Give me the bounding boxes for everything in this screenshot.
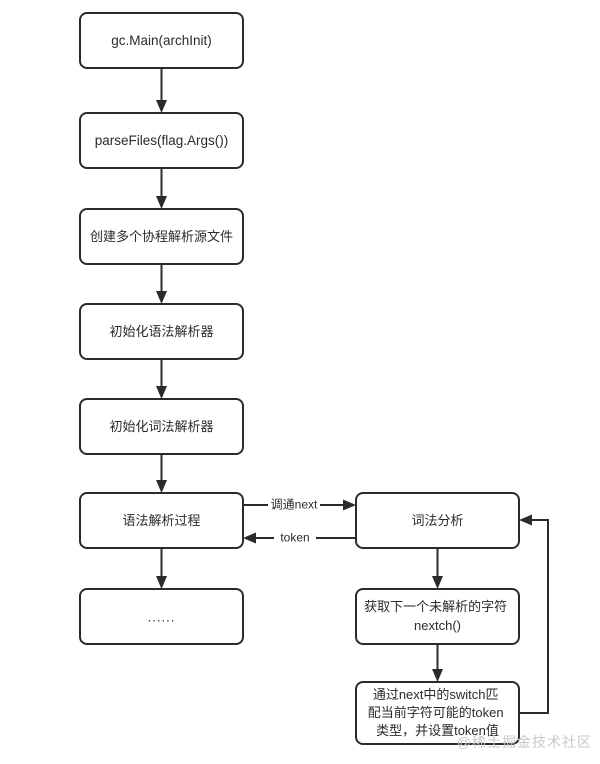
node-initparser-label: 初始化语法解析器 bbox=[109, 324, 213, 339]
edge-return-token-label: token bbox=[280, 531, 309, 545]
edge-parse-process-to-ellipsis bbox=[156, 548, 167, 589]
node-switch-match-line-2: 配当前字符可能的token bbox=[368, 705, 504, 720]
edge-initlexer-to-parse-process bbox=[156, 454, 167, 493]
edge-return-token: token bbox=[243, 531, 356, 545]
node-parsefiles-label: parseFiles(flag.Args()) bbox=[95, 133, 229, 148]
node-switch-match-line-3: 类型，并设置token值 bbox=[376, 723, 499, 738]
edge-goroutines-to-initparser bbox=[156, 264, 167, 304]
edge-initparser-to-initlexer bbox=[156, 359, 167, 399]
node-initlexer-label: 初始化词法解析器 bbox=[109, 419, 213, 434]
edge-feedback-loop bbox=[519, 514, 549, 714]
node-ellipsis[interactable]: ...... bbox=[79, 588, 244, 645]
edge-parsefiles-to-goroutines bbox=[156, 168, 167, 209]
node-goroutines[interactable]: 创建多个协程解析源文件 bbox=[79, 208, 244, 265]
node-initparser[interactable]: 初始化语法解析器 bbox=[79, 303, 244, 360]
node-goroutines-label: 创建多个协程解析源文件 bbox=[90, 229, 233, 244]
node-parse-process[interactable]: 语法解析过程 bbox=[79, 492, 244, 549]
node-switch-match-line-1: 通过next中的switch匹 bbox=[373, 687, 499, 702]
node-nextch-line-1: 获取下一个未解析的字符 bbox=[364, 599, 507, 614]
node-nextch-label: 获取下一个未解析的字符 nextch() bbox=[364, 599, 511, 633]
edge-nextch-to-switch-match bbox=[432, 644, 443, 682]
node-nextch-box bbox=[355, 588, 520, 645]
edge-call-next: 调通next bbox=[243, 498, 356, 512]
node-parse-process-label: 语法解析过程 bbox=[122, 513, 200, 528]
edge-main-to-parsefiles bbox=[156, 68, 167, 113]
node-switch-match-label: 通过next中的switch匹 配当前字符可能的token 类型，并设置toke… bbox=[368, 687, 507, 738]
node-nextch[interactable]: 获取下一个未解析的字符 nextch() bbox=[355, 588, 520, 645]
node-main[interactable]: gc.Main(archInit) bbox=[79, 12, 244, 69]
edge-call-next-label: 调通next bbox=[271, 498, 318, 512]
node-switch-match[interactable]: 通过next中的switch匹 配当前字符可能的token 类型，并设置toke… bbox=[355, 681, 520, 745]
node-parsefiles[interactable]: parseFiles(flag.Args()) bbox=[79, 112, 244, 169]
node-initlexer[interactable]: 初始化词法解析器 bbox=[79, 398, 244, 455]
node-main-label: gc.Main(archInit) bbox=[111, 33, 212, 48]
node-ellipsis-label: ...... bbox=[148, 609, 176, 624]
watermark-text: @稀土掘金技术社区 bbox=[456, 734, 592, 750]
node-lexical-analysis-label: 词法分析 bbox=[411, 513, 463, 528]
edge-lexical-to-nextch bbox=[432, 548, 443, 589]
node-lexical-analysis[interactable]: 词法分析 bbox=[355, 492, 520, 549]
node-nextch-line-2: nextch() bbox=[414, 618, 461, 633]
